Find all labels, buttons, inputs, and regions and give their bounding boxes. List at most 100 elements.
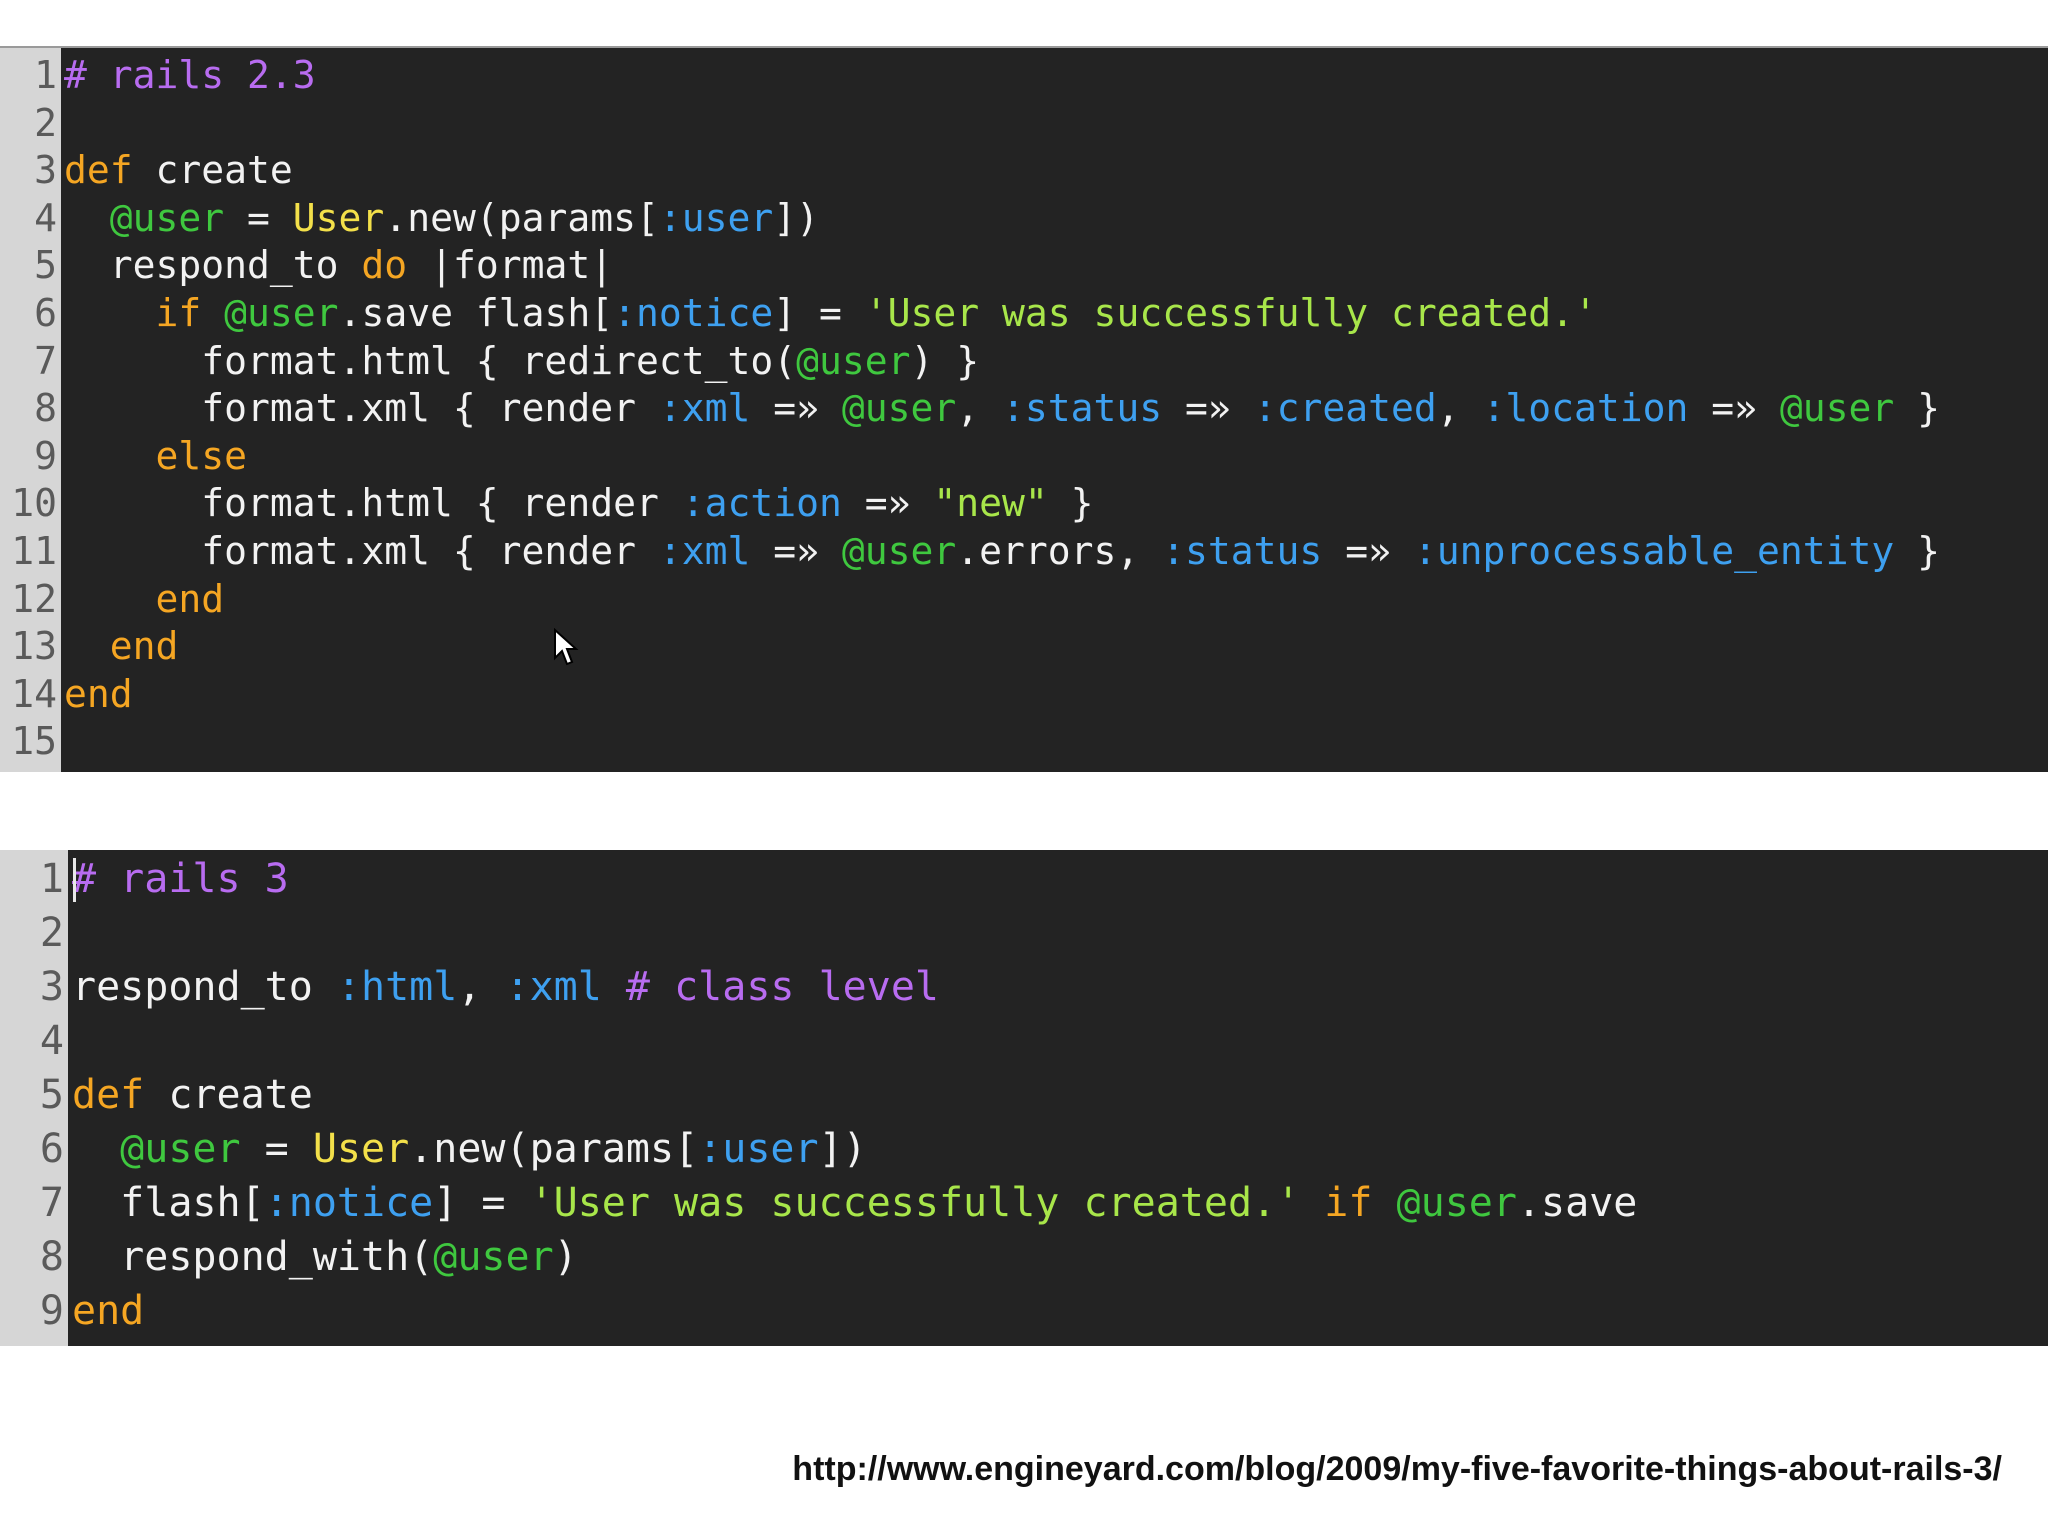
code-token-symbol: :status <box>1162 528 1323 573</box>
code-token-string: "new" <box>933 481 1048 526</box>
code-token-keyword: end <box>109 624 179 669</box>
code-line: else <box>64 433 2048 481</box>
code-line: def create <box>72 1068 2048 1122</box>
code-token-keyword: end <box>72 1288 145 1334</box>
code-token-symbol: :html <box>336 964 458 1010</box>
code-line: format.xml { render :xml =» @user.errors… <box>64 528 2048 576</box>
line-number: 1 <box>39 856 64 902</box>
code-line: def create <box>64 147 2048 195</box>
code-token-symbol: :user <box>698 1126 819 1172</box>
code-line: @user = User.new(params[:user]) <box>72 1122 2048 1176</box>
code-line <box>64 718 2048 766</box>
line-number: 11 <box>11 528 57 573</box>
code-token-ivar: @user <box>433 1234 554 1280</box>
code-token-plain: format.xml { render <box>64 386 659 431</box>
code-area[interactable]: # rails 3 respond_to :html, :xml # class… <box>68 850 2048 1346</box>
code-token-comment: # rails 3 <box>72 856 289 902</box>
line-number: 10 <box>11 481 57 526</box>
code-token-plain: =» <box>1162 386 1254 431</box>
code-token-plain: create <box>144 1072 313 1118</box>
code-token-plain: } <box>1894 386 1941 431</box>
code-token-plain: =» <box>1688 386 1780 431</box>
line-number: 12 <box>11 576 57 621</box>
code-token-keyword: if <box>1324 1180 1373 1226</box>
line-number: 9 <box>39 1288 64 1334</box>
code-token-comment: # rails 2.3 <box>64 53 316 97</box>
line-number: 2 <box>34 100 57 145</box>
code-token-plain: = <box>224 195 293 240</box>
code-token-plain: .save flash[ <box>338 290 614 335</box>
code-token-comment: # class level <box>625 964 939 1010</box>
code-token-symbol: :xml <box>658 528 751 573</box>
code-token-plain: format.xml { render <box>64 528 659 573</box>
code-token-keyword: if <box>155 290 202 335</box>
code-line: format.html { redirect_to(@user) } <box>64 338 2048 386</box>
code-token-plain <box>602 964 626 1010</box>
code-token-plain <box>1372 1180 1396 1226</box>
code-token-plain: } <box>1047 481 1094 526</box>
code-token-symbol: :unprocessable_entity <box>1413 528 1895 573</box>
code-token-plain: respond_with( <box>72 1234 434 1280</box>
line-number: 6 <box>39 1126 64 1172</box>
code-token-ivar: @user <box>120 1126 241 1172</box>
code-line: # rails 2.3 <box>64 52 2048 100</box>
code-token-plain: respond_to <box>64 243 362 288</box>
code-area[interactable]: # rails 2.3 def create @user = User.new(… <box>61 48 2048 772</box>
code-line: respond_to :html, :xml # class level <box>72 960 2048 1014</box>
code-token-plain: format.html { redirect_to( <box>64 338 797 383</box>
line-number: 8 <box>34 386 57 431</box>
code-token-symbol: :notice <box>613 290 774 335</box>
code-line: respond_with(@user) <box>72 1230 2048 1284</box>
mouse-pointer-icon <box>554 628 579 666</box>
code-token-plain: .new(params[ <box>409 1126 699 1172</box>
code-line: end <box>64 576 2048 624</box>
line-number: 15 <box>11 719 57 764</box>
code-line <box>72 906 2048 960</box>
code-token-plain: , <box>1436 386 1483 431</box>
code-token-plain: = <box>240 1126 313 1172</box>
code-token-keyword: def <box>72 1072 145 1118</box>
code-line: format.xml { render :xml =» @user, :stat… <box>64 385 2048 433</box>
code-token-string: 'User was successfully created.' <box>529 1180 1301 1226</box>
code-line: end <box>72 1284 2048 1338</box>
code-token-keyword: def <box>64 148 133 193</box>
code-token-symbol: :created <box>1253 386 1437 431</box>
code-token-plain: =» <box>841 481 934 526</box>
code-token-plain: ) <box>553 1234 578 1280</box>
line-number: 5 <box>39 1072 64 1118</box>
code-token-plain: , <box>457 964 506 1010</box>
line-number: 3 <box>34 148 57 193</box>
code-line: end <box>64 671 2048 719</box>
code-token-keyword: end <box>155 576 225 621</box>
code-token-plain <box>64 434 156 478</box>
code-token-ivar: @user <box>224 290 339 335</box>
code-token-plain <box>64 624 110 668</box>
source-url[interactable]: http://www.engineyard.com/blog/2009/my-f… <box>792 1450 2002 1488</box>
line-number: 4 <box>39 1018 64 1064</box>
code-token-plain <box>1300 1180 1324 1226</box>
code-token-plain: =» <box>750 528 842 573</box>
code-token-plain: } <box>1894 528 1941 573</box>
code-line <box>72 1014 2048 1068</box>
code-token-plain <box>201 291 224 335</box>
code-token-plain: .save <box>1516 1180 1638 1226</box>
code-line: if @user.save flash[:notice] = 'User was… <box>64 290 2048 338</box>
line-number: 13 <box>11 624 57 669</box>
line-number: 7 <box>34 338 57 383</box>
code-token-ivar: @user <box>841 386 957 431</box>
code-line: end <box>64 623 2048 671</box>
code-token-plain <box>64 196 110 240</box>
text-caret <box>73 858 76 902</box>
code-token-keyword: end <box>64 671 133 716</box>
code-token-plain <box>64 291 156 335</box>
code-token-plain: |format| <box>407 243 614 288</box>
code-token-symbol: :status <box>1002 386 1163 431</box>
code-token-plain: , <box>956 386 1003 431</box>
line-number: 7 <box>39 1180 64 1226</box>
line-number: 1 <box>34 53 57 97</box>
line-number: 5 <box>34 243 57 288</box>
code-token-symbol: :xml <box>505 964 602 1010</box>
code-token-plain: format.html { render <box>64 481 682 526</box>
